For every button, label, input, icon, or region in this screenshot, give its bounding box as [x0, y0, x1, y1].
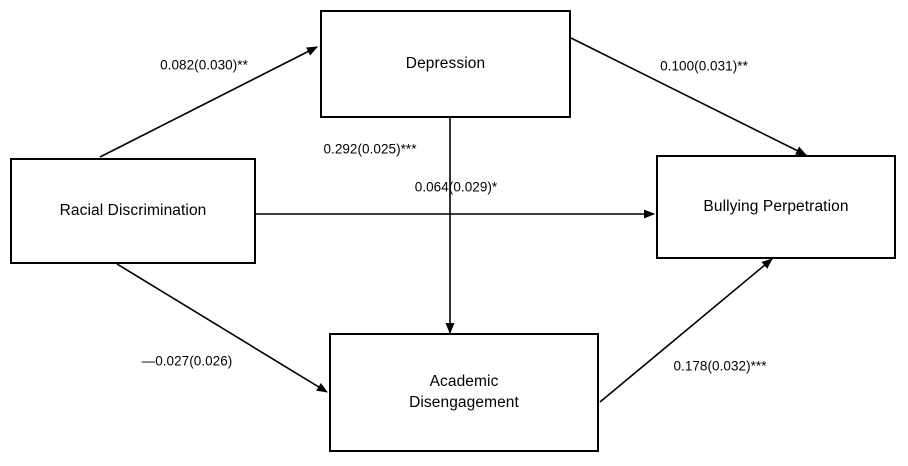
- node-depression[interactable]: Depression: [320, 10, 571, 118]
- edge-label-depression-to-academic-disengagement: 0.292(0.025)***: [323, 141, 417, 157]
- node-racial-discrimination[interactable]: Racial Discrimination: [10, 158, 256, 264]
- node-bullying-perpetration[interactable]: Bullying Perpetration: [656, 155, 896, 259]
- arrow-racial-discrimination-to-depression: [99, 46, 318, 158]
- edge-label-depression-to-bullying-perpetration: 0.100(0.031)**: [660, 58, 748, 74]
- node-bullying-perpetration-label: Bullying Perpetration: [703, 197, 849, 215]
- node-academic-disengagement[interactable]: Academic Disengagement: [329, 333, 599, 452]
- node-depression-label: Depression: [405, 54, 486, 72]
- edge-label-racial-discrimination-to-depression: 0.082(0.030)**: [160, 57, 248, 73]
- edge-label-racial-discrimination-to-bullying-perpetration: 0.064(0.029)*: [414, 179, 498, 195]
- node-racial-discrimination-label: Racial Discrimination: [59, 201, 207, 219]
- arrow-depression-to-bullying-perpetration: [570, 37, 807, 156]
- arrow-racial-discrimination-to-academic-disengagement: [116, 263, 328, 393]
- edge-label-academic-disengagement-to-bullying-perpetration: 0.178(0.032)***: [673, 358, 767, 374]
- node-academic-disengagement-label: Academic Disengagement: [409, 373, 519, 411]
- edge-label-racial-discrimination-to-academic-disengagement: —0.027(0.026): [141, 353, 233, 369]
- arrow-academic-disengagement-to-bullying-perpetration: [599, 258, 773, 403]
